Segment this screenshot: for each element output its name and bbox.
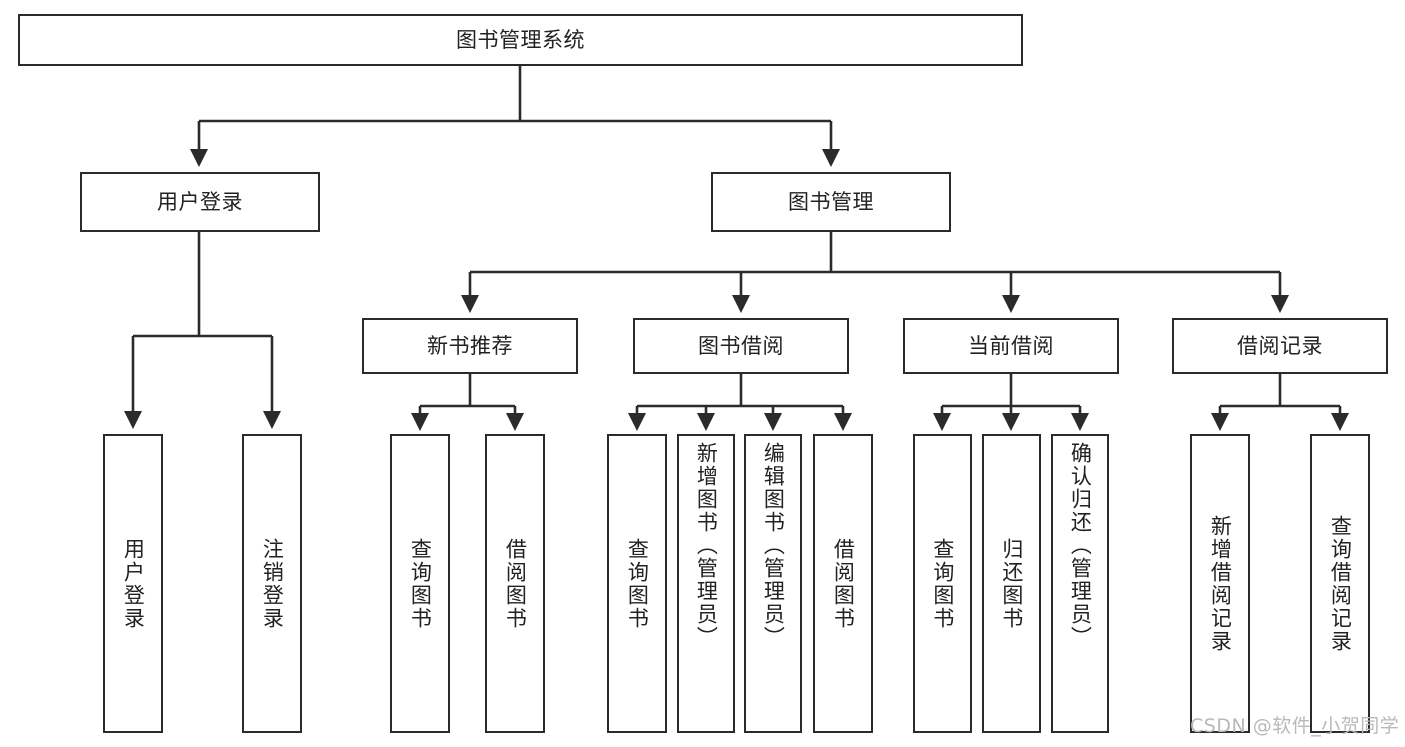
node-leaf-query-borrow-record[interactable]: 查询借阅记录 [1310,434,1370,733]
node-leaf-logout-label: 注销登录 [260,537,285,630]
node-leaf-add-borrow-record-label: 新增借阅记录 [1208,514,1233,653]
node-leaf-query-book-2-label: 查询图书 [625,537,650,630]
node-leaf-return-book[interactable]: 归还图书 [982,434,1041,733]
node-leaf-confirm-return-admin[interactable]: 确认归还（管理员） [1051,434,1109,733]
node-leaf-borrow-book-1[interactable]: 借阅图书 [485,434,545,733]
node-leaf-borrow-book-2-label: 借阅图书 [831,537,856,630]
node-leaf-query-book-1[interactable]: 查询图书 [390,434,450,733]
node-leaf-logout[interactable]: 注销登录 [242,434,302,733]
node-user-login[interactable]: 用户登录 [80,172,320,232]
node-current-borrow-label: 当前借阅 [968,333,1054,358]
node-borrow-record[interactable]: 借阅记录 [1172,318,1388,374]
node-user-login-label: 用户登录 [157,189,243,214]
node-current-borrow[interactable]: 当前借阅 [903,318,1119,374]
node-leaf-add-borrow-record[interactable]: 新增借阅记录 [1190,434,1250,733]
node-root[interactable]: 图书管理系统 [18,14,1023,66]
node-leaf-return-book-label: 归还图书 [999,537,1024,630]
node-leaf-query-book-1-label: 查询图书 [408,537,433,630]
node-leaf-query-book-3-label: 查询图书 [930,537,955,630]
csdn-watermark: CSDN @软件_小贺同学 [1190,715,1400,737]
node-leaf-borrow-book-2[interactable]: 借阅图书 [813,434,873,733]
node-leaf-edit-book-admin[interactable]: 编辑图书（管理员） [744,434,802,733]
node-leaf-user-login[interactable]: 用户登录 [103,434,163,733]
node-leaf-query-book-2[interactable]: 查询图书 [607,434,667,733]
node-book-manage[interactable]: 图书管理 [711,172,951,232]
node-leaf-add-book-admin[interactable]: 新增图书（管理员） [677,434,735,733]
node-book-borrow[interactable]: 图书借阅 [633,318,849,374]
node-leaf-confirm-return-admin-label: 确认归还（管理员） [1068,442,1093,649]
node-borrow-record-label: 借阅记录 [1237,333,1323,358]
node-book-borrow-label: 图书借阅 [698,333,784,358]
node-leaf-query-book-3[interactable]: 查询图书 [913,434,972,733]
node-leaf-add-book-admin-label: 新增图书（管理员） [694,442,719,649]
node-new-book-recommend-label: 新书推荐 [427,333,513,358]
node-new-book-recommend[interactable]: 新书推荐 [362,318,578,374]
node-leaf-borrow-book-1-label: 借阅图书 [503,537,528,630]
node-book-manage-label: 图书管理 [788,189,874,214]
node-leaf-user-login-label: 用户登录 [121,537,146,630]
node-leaf-edit-book-admin-label: 编辑图书（管理员） [761,442,786,649]
node-root-label: 图书管理系统 [456,27,585,52]
node-leaf-query-borrow-record-label: 查询借阅记录 [1328,514,1353,653]
